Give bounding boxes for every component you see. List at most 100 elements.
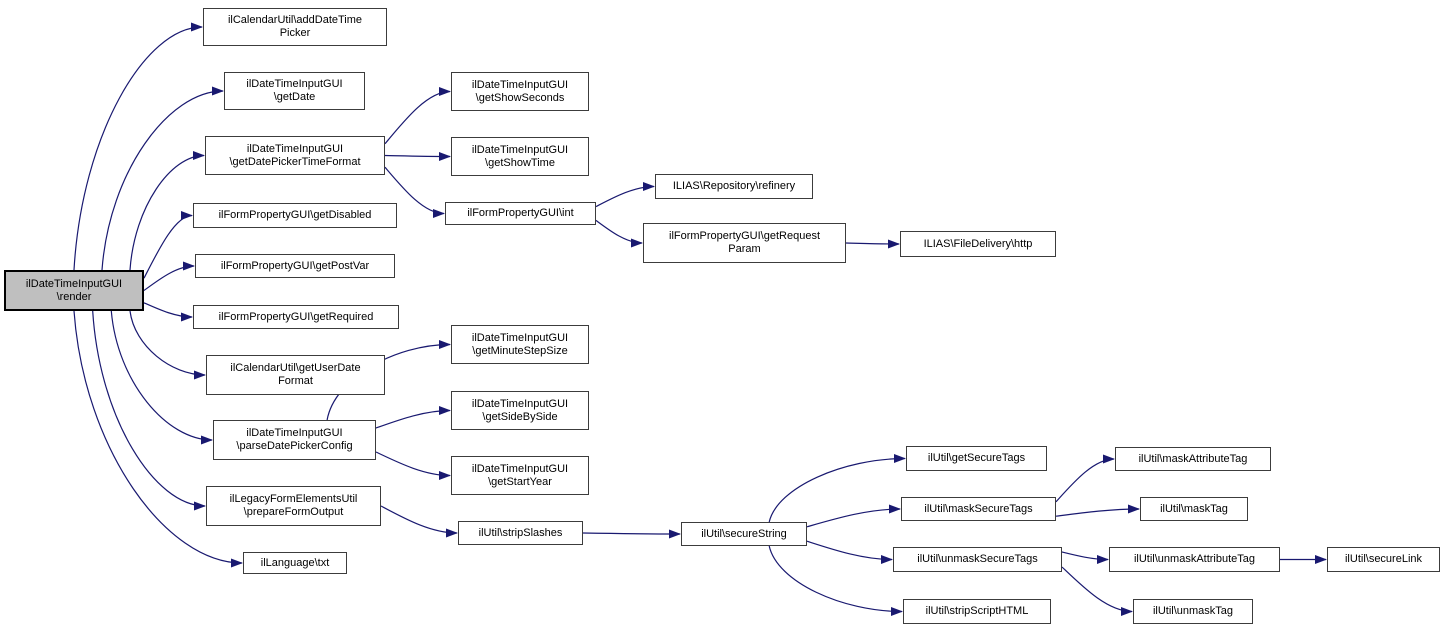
node-get-start-year[interactable]: ilDateTimeInputGUI\getStartYear — [451, 456, 589, 495]
node-prepare-form-output[interactable]: ilLegacyFormElementsUtil\prepareFormOutp… — [206, 486, 381, 526]
node-mask-tag[interactable]: ilUtil\maskTag — [1140, 497, 1248, 521]
node-label-line: ilUtil\unmaskAttributeTag — [1133, 553, 1256, 565]
node-label-line: ilDateTimeInputGUI — [471, 78, 569, 91]
node-get-show-time[interactable]: ilDateTimeInputGUI\getShowTime — [451, 137, 589, 176]
edge-render--get-disabled — [143, 211, 193, 279]
node-label-line: \getShowTime — [485, 156, 555, 169]
edge-form-property-int--get-request-param — [595, 219, 643, 248]
edge-mask-secure-tags--mask-attribute-tag — [1055, 454, 1115, 503]
edge-render--get-post-var — [143, 261, 195, 291]
node-strip-script-html[interactable]: ilUtil\stripScriptHTML — [903, 599, 1051, 624]
edge-render--get-date — [101, 86, 224, 271]
node-get-disabled[interactable]: ilFormPropertyGUI\getDisabled — [193, 203, 397, 228]
node-txt[interactable]: ilLanguage\txt — [243, 552, 347, 574]
node-get-date-picker-time-format[interactable]: ilDateTimeInputGUI\getDatePickerTimeForm… — [205, 136, 385, 175]
node-label-line: ilUtil\maskTag — [1160, 502, 1228, 515]
node-get-show-seconds[interactable]: ilDateTimeInputGUI\getShowSeconds — [451, 72, 589, 111]
node-get-secure-tags[interactable]: ilUtil\getSecureTags — [906, 446, 1047, 471]
node-get-post-var[interactable]: ilFormPropertyGUI\getPostVar — [195, 254, 395, 278]
node-form-property-int[interactable]: ilFormPropertyGUI\int — [445, 202, 596, 225]
node-label-line: ilFormPropertyGUI\getRequest — [669, 230, 820, 242]
node-label-line: ilDateTimeInputGUI — [471, 397, 569, 410]
edge-render--get-date-picker-time-format — [129, 151, 205, 271]
node-label-line: ilUtil\stripScriptHTML — [925, 605, 1029, 617]
node-label-line: \getDate — [273, 91, 316, 103]
edge-get-date-picker-time-format--get-show-time — [384, 151, 451, 161]
node-mask-secure-tags[interactable]: ilUtil\maskSecureTags — [901, 497, 1056, 521]
node-label-line: \getShowSeconds — [475, 91, 565, 104]
node-label-line: ilDateTimeInputGUI — [471, 462, 569, 475]
edge-secure-string--mask-secure-tags — [806, 504, 901, 528]
node-label-line: \prepareFormOutput — [243, 506, 344, 518]
node-label-line: \getMinuteStepSize — [472, 344, 568, 357]
node-label-line: ilFormPropertyGUI\getDisabled — [218, 209, 372, 221]
edge-get-request-param--file-delivery-http — [845, 239, 900, 249]
node-label-line: ilDateTimeInputGUI — [246, 78, 343, 90]
node-get-required[interactable]: ilFormPropertyGUI\getRequired — [193, 305, 399, 329]
node-label-line: ilUtil\unmaskSecureTags — [917, 553, 1038, 565]
edge-render--prepare-form-output — [92, 310, 206, 511]
edge-secure-string--strip-script-html — [768, 545, 903, 616]
node-label-line: \getSideBySide — [482, 410, 558, 423]
node-label-line: ilFormPropertyGUI\getRequired — [218, 310, 374, 323]
node-get-side-by-side[interactable]: ilDateTimeInputGUI\getSideBySide — [451, 391, 589, 430]
edge-unmask-secure-tags--unmask-tag — [1061, 566, 1133, 616]
node-label-line: ilDateTimeInputGUI — [25, 277, 123, 290]
node-render[interactable]: ilDateTimeInputGUI\render — [4, 270, 144, 311]
node-label-line: ILIAS\FileDelivery\http — [923, 237, 1033, 250]
node-secure-link[interactable]: ilUtil\secureLink — [1327, 547, 1440, 572]
edge-mask-secure-tags--mask-tag — [1055, 504, 1140, 517]
node-label-line: ilUtil\unmaskTag — [1152, 605, 1234, 617]
node-unmask-secure-tags[interactable]: ilUtil\unmaskSecureTags — [893, 547, 1062, 572]
node-label-line: \getStartYear — [488, 475, 552, 488]
node-label-line: \render — [56, 290, 92, 303]
node-label-line: ilDateTimeInputGUI — [246, 427, 343, 439]
node-unmask-tag[interactable]: ilUtil\unmaskTag — [1133, 599, 1253, 624]
node-label-line: ilUtil\maskSecureTags — [924, 502, 1033, 515]
node-strip-slashes[interactable]: ilUtil\stripSlashes — [458, 521, 583, 545]
edge-parse-date-picker-config--get-start-year — [375, 451, 451, 480]
node-label-line: Picker — [279, 27, 311, 39]
node-label-line: Format — [278, 375, 313, 387]
node-label-line: ilCalendarUtil\getUserDate — [230, 362, 361, 374]
node-label-line: ilUtil\stripSlashes — [478, 526, 563, 539]
node-label-line: ilDateTimeInputGUI — [471, 143, 569, 156]
node-label-line: ilUtil\maskAttributeTag — [1138, 452, 1248, 465]
edge-parse-date-picker-config--get-side-by-side — [375, 406, 451, 429]
node-file-delivery-http[interactable]: ILIAS\FileDelivery\http — [900, 231, 1056, 257]
node-label-line: \parseDatePickerConfig — [236, 440, 353, 452]
node-label-line: ilCalendarUtil\addDateTime — [227, 14, 363, 26]
node-label-line: \getDatePickerTimeFormat — [229, 155, 361, 168]
edge-render--add-date-time-picker — [73, 22, 203, 271]
node-label-line: ilUtil\getSecureTags — [927, 452, 1026, 464]
edge-render--get-user-date-format — [129, 310, 206, 380]
node-label-line: Param — [728, 243, 761, 255]
node-label-line: ilDateTimeInputGUI — [471, 331, 569, 344]
node-parse-date-picker-config[interactable]: ilDateTimeInputGUI\parseDatePickerConfig — [213, 420, 376, 460]
node-unmask-attribute-tag[interactable]: ilUtil\unmaskAttributeTag — [1109, 547, 1280, 572]
node-get-date[interactable]: ilDateTimeInputGUI\getDate — [224, 72, 365, 110]
node-label-line: ilUtil\secureLink — [1344, 553, 1423, 565]
node-label-line: ilLanguage\txt — [260, 556, 330, 569]
node-label-line: ilDateTimeInputGUI — [246, 142, 344, 155]
node-refinery[interactable]: ILIAS\Repository\refinery — [655, 174, 813, 199]
node-label-line: ilLegacyFormElementsUtil — [229, 493, 358, 505]
node-mask-attribute-tag[interactable]: ilUtil\maskAttributeTag — [1115, 447, 1271, 471]
node-secure-string[interactable]: ilUtil\secureString — [681, 522, 807, 546]
edge-get-date-picker-time-format--form-property-int — [384, 166, 445, 218]
edge-secure-string--unmask-secure-tags — [806, 540, 893, 564]
node-get-minute-step-size[interactable]: ilDateTimeInputGUI\getMinuteStepSize — [451, 325, 589, 364]
edge-render--get-required — [143, 302, 193, 322]
edge-render--parse-date-picker-config — [110, 310, 213, 445]
edge-strip-slashes--secure-string — [582, 529, 681, 539]
edge-prepare-form-output--strip-slashes — [380, 505, 458, 538]
node-label-line: ILIAS\Repository\refinery — [672, 180, 796, 192]
edge-form-property-int--refinery — [595, 182, 655, 208]
edge-secure-string--get-secure-tags — [768, 454, 906, 523]
node-label-line: ilFormPropertyGUI\int — [467, 207, 574, 219]
